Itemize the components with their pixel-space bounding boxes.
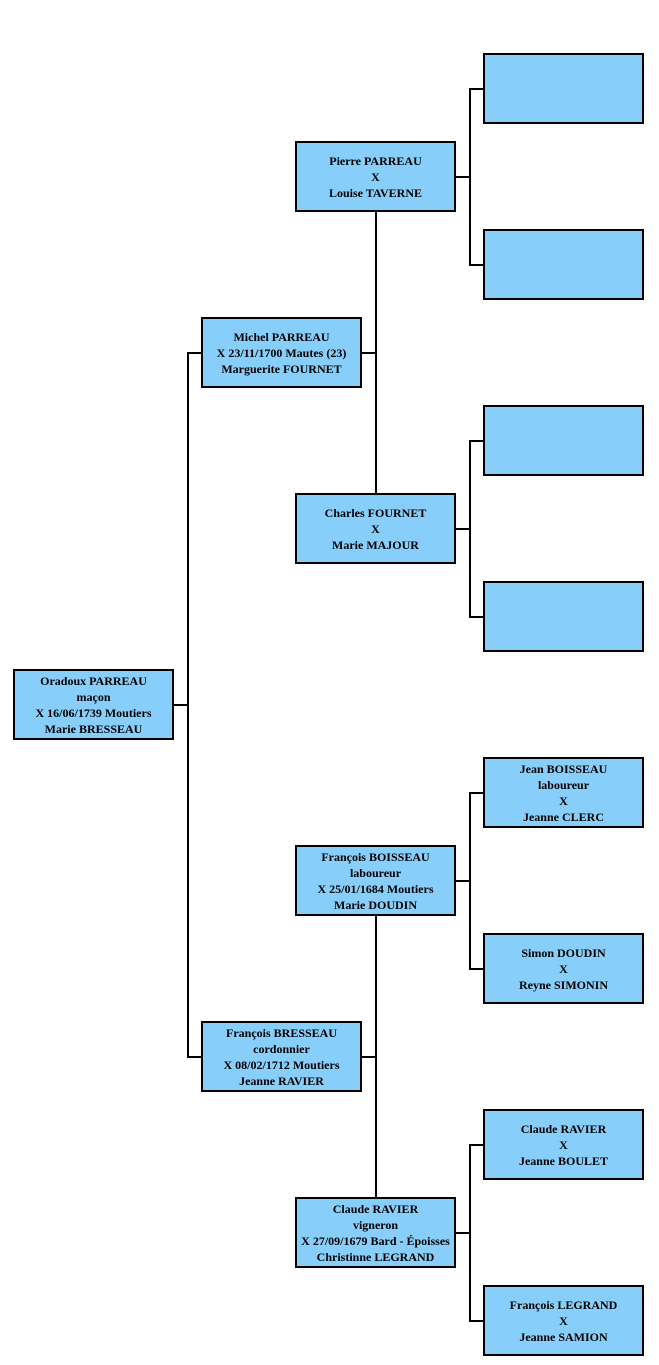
- person-line: Charles FOURNET: [324, 505, 427, 520]
- connector-h: [469, 968, 483, 970]
- person-box-charles-father: [483, 405, 644, 476]
- person-line: X: [559, 793, 568, 808]
- connector-v: [375, 915, 377, 1197]
- connector-h: [174, 704, 187, 706]
- connector-v: [469, 792, 471, 968]
- connector-h: [469, 264, 483, 266]
- person-line: X: [559, 961, 568, 976]
- person-line: Pierre PARREAU: [329, 153, 422, 168]
- person-line: X: [559, 1137, 568, 1152]
- person-line: X: [371, 521, 380, 536]
- person-line: Jeanne RAVIER: [239, 1073, 324, 1088]
- connector-v: [469, 1144, 471, 1320]
- person-line: Claude RAVIER: [520, 1121, 607, 1136]
- person-line: vigneron: [352, 1217, 399, 1232]
- person-line: Jeanne BOULET: [518, 1153, 608, 1168]
- connector-h: [362, 1056, 375, 1058]
- connector-h: [469, 792, 483, 794]
- person-line: X: [371, 169, 380, 184]
- person-line: Marguerite FOURNET: [221, 361, 342, 376]
- person-line: Christinne LEGRAND: [316, 1249, 435, 1264]
- connector-v: [469, 88, 471, 264]
- connector-v: [375, 211, 377, 493]
- person-line: X 23/11/1700 Mautes (23): [216, 345, 347, 360]
- connector-h: [456, 880, 469, 882]
- person-line: Reyne SIMONIN: [519, 977, 608, 992]
- person-line: Marie DOUDIN: [334, 897, 417, 912]
- person-box-pierre-father: [483, 53, 644, 124]
- person-line: laboureur: [349, 865, 402, 880]
- person-line: François LEGRAND: [509, 1297, 618, 1312]
- person-line: Simon DOUDIN: [521, 945, 606, 960]
- connector-v: [187, 352, 189, 1056]
- person-line: X 08/02/1712 Moutiers: [223, 1057, 340, 1072]
- person-line: X 25/01/1684 Moutiers: [317, 881, 434, 896]
- connector-h: [469, 1320, 483, 1322]
- person-line: Jeanne CLERC: [522, 809, 604, 824]
- connector-h: [187, 1056, 201, 1058]
- connector-v: [469, 440, 471, 616]
- person-line: cordonnier: [253, 1041, 310, 1056]
- connector-h: [456, 176, 469, 178]
- person-line: Jean BOISSEAU: [519, 761, 608, 776]
- person-line: Marie MAJOUR: [332, 537, 419, 552]
- connector-h: [469, 1144, 483, 1146]
- person-box-charles-mother: [483, 581, 644, 652]
- person-line: Jeanne SAMION: [519, 1329, 608, 1344]
- connector-h: [456, 528, 469, 530]
- person-line: Louise TAVERNE: [328, 185, 423, 200]
- person-line: Michel PARREAU: [233, 329, 330, 344]
- connector-h: [456, 1232, 469, 1234]
- person-line: X: [559, 1313, 568, 1328]
- connector-h: [469, 88, 483, 90]
- person-line: laboureur: [537, 777, 590, 792]
- person-line: X 27/09/1679 Bard - Époisses: [301, 1233, 450, 1248]
- connector-h: [362, 352, 375, 354]
- person-line: X 16/06/1739 Moutiers: [35, 705, 152, 720]
- person-box-pierre-mother: [483, 229, 644, 300]
- person-line: Marie BRESSEAU: [44, 721, 143, 736]
- connector-h: [469, 440, 483, 442]
- person-line: François BRESSEAU: [225, 1025, 338, 1040]
- person-line: Claude RAVIER: [332, 1201, 419, 1216]
- person-line: François BOISSEAU: [321, 849, 430, 864]
- connector-h: [469, 616, 483, 618]
- person-line: Oradoux PARREAU: [40, 673, 147, 688]
- person-line: maçon: [76, 689, 111, 704]
- connector-h: [187, 352, 201, 354]
